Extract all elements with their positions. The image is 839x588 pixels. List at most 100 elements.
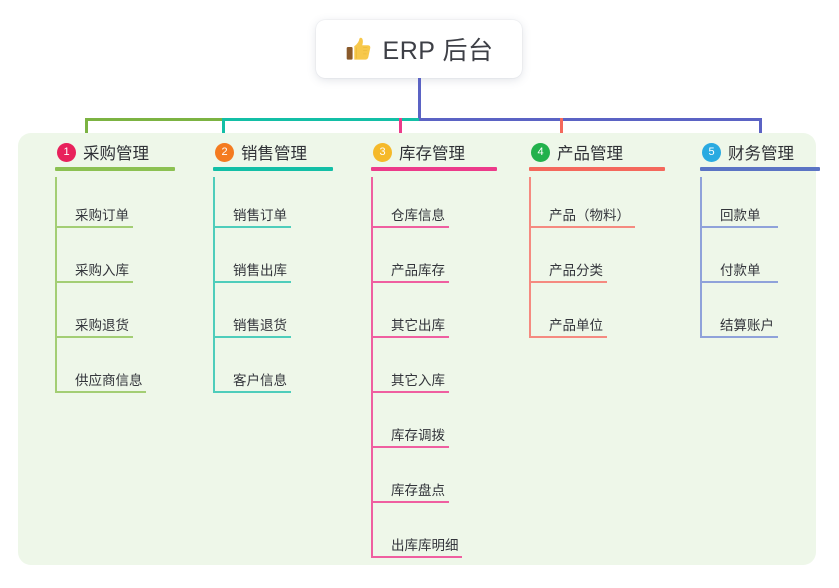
column-header[interactable]: 4 产品管理 bbox=[529, 133, 665, 171]
module-item-label: 库存调拨 bbox=[391, 428, 445, 443]
column-header[interactable]: 1 采购管理 bbox=[55, 133, 175, 171]
module-column-inventory: 3 库存管理 仓库信息产品库存其它出库其它入库库存调拨库存盘点出库库明细 bbox=[371, 133, 497, 562]
column-header[interactable]: 5 财务管理 bbox=[700, 133, 820, 171]
module-item[interactable]: 库存盘点 bbox=[371, 452, 497, 507]
module-item-label: 产品单位 bbox=[549, 318, 603, 333]
module-item-rule bbox=[371, 556, 462, 558]
column-badge-number: 2 bbox=[215, 142, 234, 162]
module-item-label: 仓库信息 bbox=[391, 208, 445, 223]
column-items: 采购订单采购入库采购退货供应商信息 bbox=[55, 177, 175, 397]
column-title: 产品管理 bbox=[557, 145, 623, 163]
column-badge-number: 3 bbox=[373, 142, 392, 162]
column-items: 回款单付款单结算账户 bbox=[700, 177, 820, 342]
column-items: 销售订单销售出库销售退货客户信息 bbox=[213, 177, 333, 397]
module-item-rule bbox=[213, 226, 291, 228]
module-item[interactable]: 产品单位 bbox=[529, 287, 665, 342]
root-stem-connector bbox=[418, 78, 421, 120]
column-title: 库存管理 bbox=[399, 145, 465, 163]
module-item-rule bbox=[213, 391, 291, 393]
module-item[interactable]: 销售出库 bbox=[213, 232, 333, 287]
module-item-rule bbox=[213, 336, 291, 338]
column-header-rule bbox=[55, 167, 175, 171]
module-item[interactable]: 其它入库 bbox=[371, 342, 497, 397]
column-spine bbox=[700, 177, 702, 338]
module-item-label: 产品分类 bbox=[549, 263, 603, 278]
module-item-rule bbox=[371, 281, 449, 283]
module-item-label: 销售退货 bbox=[233, 318, 287, 333]
module-item[interactable]: 供应商信息 bbox=[55, 342, 175, 397]
module-item-label: 出库库明细 bbox=[391, 538, 459, 553]
column-header-rule bbox=[213, 167, 333, 171]
module-item[interactable]: 销售退货 bbox=[213, 287, 333, 342]
module-item-label: 付款单 bbox=[720, 263, 761, 278]
root-title: ERP 后台 bbox=[382, 37, 494, 65]
module-column-sales: 2 销售管理 销售订单销售出库销售退货客户信息 bbox=[213, 133, 333, 397]
column-title: 采购管理 bbox=[83, 145, 149, 163]
column-items: 产品（物料） 产品分类产品单位 bbox=[529, 177, 665, 342]
module-item[interactable]: 采购入库 bbox=[55, 232, 175, 287]
module-item[interactable]: 其它出库 bbox=[371, 287, 497, 342]
module-item[interactable]: 销售订单 bbox=[213, 177, 333, 232]
column-header-rule bbox=[700, 167, 820, 171]
module-item-rule bbox=[55, 281, 133, 283]
column-header[interactable]: 2 销售管理 bbox=[213, 133, 333, 171]
module-item[interactable]: 付款单 bbox=[700, 232, 820, 287]
module-item-rule bbox=[213, 281, 291, 283]
module-item[interactable]: 回款单 bbox=[700, 177, 820, 232]
module-item[interactable]: 采购订单 bbox=[55, 177, 175, 232]
module-item[interactable]: 产品库存 bbox=[371, 232, 497, 287]
column-spine bbox=[55, 177, 57, 393]
module-item[interactable]: 仓库信息 bbox=[371, 177, 497, 232]
module-item-label: 供应商信息 bbox=[75, 373, 143, 388]
module-item-label: 采购退货 bbox=[75, 318, 129, 333]
module-item-rule bbox=[371, 336, 449, 338]
thumbs-up-icon bbox=[345, 36, 372, 63]
bus-segment-purple bbox=[419, 118, 762, 121]
column-badge-number: 5 bbox=[702, 142, 721, 162]
module-item-rule bbox=[55, 336, 133, 338]
module-column-purchasing: 1 采购管理 采购订单采购入库采购退货供应商信息 bbox=[55, 133, 175, 397]
column-title: 销售管理 bbox=[241, 145, 307, 163]
module-item-label: 其它出库 bbox=[391, 318, 445, 333]
module-item[interactable]: 出库库明细 bbox=[371, 507, 497, 562]
module-item-rule bbox=[700, 336, 778, 338]
module-item-label: 产品库存 bbox=[391, 263, 445, 278]
column-header[interactable]: 3 库存管理 bbox=[371, 133, 497, 171]
module-item[interactable]: 产品（物料） bbox=[529, 177, 665, 232]
column-spine bbox=[529, 177, 531, 338]
module-item-rule bbox=[700, 226, 778, 228]
module-item-rule bbox=[529, 281, 607, 283]
module-item-label: 销售出库 bbox=[233, 263, 287, 278]
column-items: 仓库信息产品库存其它出库其它入库库存调拨库存盘点出库库明细 bbox=[371, 177, 497, 562]
module-item-rule bbox=[55, 226, 133, 228]
module-item-label: 采购订单 bbox=[75, 208, 129, 223]
module-column-finance: 5 财务管理 回款单付款单结算账户 bbox=[700, 133, 820, 342]
module-item-label: 销售订单 bbox=[233, 208, 287, 223]
module-item-label: 客户信息 bbox=[233, 373, 287, 388]
module-item-label: 库存盘点 bbox=[391, 483, 445, 498]
module-item-rule bbox=[55, 391, 146, 393]
column-spine bbox=[213, 177, 215, 393]
module-item[interactable]: 结算账户 bbox=[700, 287, 820, 342]
modules-panel: 1 采购管理 采购订单采购入库采购退货供应商信息 2 销售管理 销售订单销售出库… bbox=[18, 133, 820, 565]
module-item-rule bbox=[700, 281, 778, 283]
module-item-rule bbox=[529, 226, 635, 228]
column-spine bbox=[371, 177, 373, 558]
bus-segment-green bbox=[85, 118, 223, 121]
column-header-rule bbox=[529, 167, 665, 171]
module-item-label: 采购入库 bbox=[75, 263, 129, 278]
module-item-label: 结算账户 bbox=[720, 318, 774, 333]
column-badge-number: 4 bbox=[531, 142, 550, 162]
module-item-label: 回款单 bbox=[720, 208, 761, 223]
module-item[interactable]: 客户信息 bbox=[213, 342, 333, 397]
module-item[interactable]: 采购退货 bbox=[55, 287, 175, 342]
root-node-erp-backend[interactable]: ERP 后台 bbox=[316, 20, 522, 78]
module-item[interactable]: 产品分类 bbox=[529, 232, 665, 287]
module-item-rule bbox=[371, 226, 449, 228]
column-badge-number: 1 bbox=[57, 142, 76, 162]
column-header-rule bbox=[371, 167, 497, 171]
module-column-product: 4 产品管理 产品（物料） 产品分类产品单位 bbox=[529, 133, 665, 342]
module-item-rule bbox=[371, 501, 449, 503]
module-item[interactable]: 库存调拨 bbox=[371, 397, 497, 452]
